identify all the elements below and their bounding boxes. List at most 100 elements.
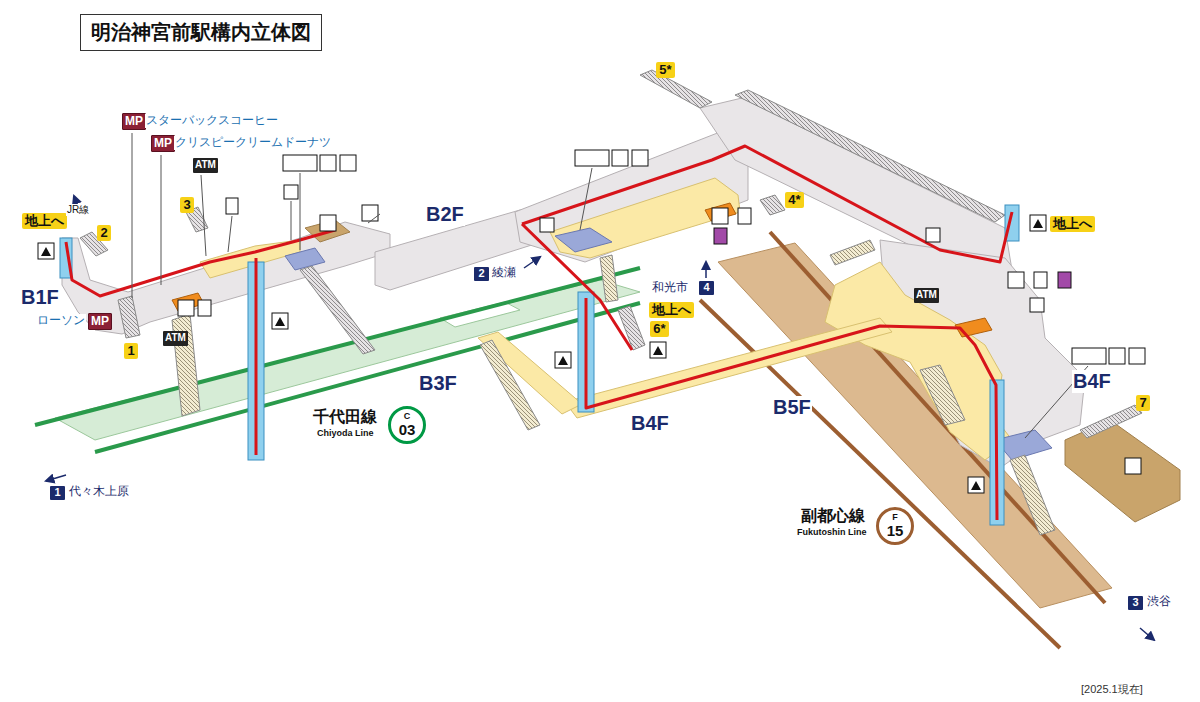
stairs xyxy=(80,70,1142,535)
stairs xyxy=(600,255,618,302)
facility-icon xyxy=(320,155,336,171)
badge-text: MP xyxy=(125,115,143,128)
badge-text: ATM xyxy=(916,290,937,301)
stairs xyxy=(830,240,875,265)
line-name-en-text: Fukutoshin Line xyxy=(797,527,867,537)
exit-number: 6* xyxy=(650,321,669,337)
floor-label: B4F xyxy=(1072,370,1112,393)
facility-icon xyxy=(738,208,751,224)
facility-icon xyxy=(198,300,211,316)
atm-icon: ATM xyxy=(193,158,218,173)
line-code: C xyxy=(404,412,411,421)
concourse-slab xyxy=(700,98,1012,272)
facility-icon xyxy=(612,150,628,166)
exit-number: 4* xyxy=(785,192,804,208)
shop-name-text: ローソン xyxy=(37,314,85,328)
ticket-gate xyxy=(555,228,612,252)
title-text: 明治神宮前駅構内立体図 xyxy=(91,19,311,46)
badge-text: MP xyxy=(91,315,109,328)
badge-text: 6* xyxy=(653,322,665,336)
direction-number: 3 xyxy=(1128,596,1143,610)
paid-area xyxy=(550,178,740,258)
badge-text: ATM xyxy=(195,160,216,171)
line-name-text: 千代田線 xyxy=(313,408,377,426)
badge-text: 5* xyxy=(659,63,671,77)
facility-icon xyxy=(1030,298,1044,312)
direction-name-text: 綾瀬 xyxy=(492,266,516,280)
exit-number: 3 xyxy=(180,197,194,213)
facility-icon xyxy=(1109,348,1125,364)
line-code: 03 xyxy=(399,422,416,438)
badge-text: 地上へ xyxy=(1053,217,1092,231)
stairs xyxy=(735,90,1005,222)
badge-text: ATM xyxy=(165,333,186,344)
mp-badge: MP xyxy=(122,113,146,130)
exit-number: 7 xyxy=(1136,395,1150,411)
concourse-slab xyxy=(62,98,1180,522)
facility-icon xyxy=(714,228,727,244)
direction-number: 1 xyxy=(50,486,65,500)
floor-label-text: B2F xyxy=(426,203,464,226)
chiyoda-platform xyxy=(95,303,640,452)
barrier-free-route xyxy=(522,146,1012,262)
facility-icon xyxy=(926,228,940,242)
badge-text: 4 xyxy=(703,282,709,294)
direction-name: 代々木上原 xyxy=(68,485,130,499)
direction-name-text: 渋谷 xyxy=(1147,595,1171,609)
facility-icon xyxy=(712,208,728,224)
exit-badge: 地上へ xyxy=(22,213,67,229)
title-box: 明治神宮前駅構内立体図 xyxy=(80,14,322,51)
date-note-text: [2025.1現在] xyxy=(1081,683,1143,696)
shop-name: スターバックスコーヒー xyxy=(145,114,279,128)
badge-text: MP xyxy=(154,137,172,150)
floor-label: B2F xyxy=(425,203,465,226)
line-name: 副都心線 xyxy=(800,507,866,525)
atm-icon: ATM xyxy=(914,288,939,303)
leader-line xyxy=(368,214,380,223)
stairs xyxy=(172,314,200,416)
direction-arrow xyxy=(46,475,66,481)
direction-name: 渋谷 xyxy=(1146,595,1172,609)
mp-badge: MP xyxy=(88,313,112,330)
direction-arrow xyxy=(705,262,707,278)
exit-badge: 地上へ xyxy=(1050,216,1095,232)
facility-icon xyxy=(178,300,194,316)
badge-text: 地上へ xyxy=(25,214,64,228)
line-symbol: C03 xyxy=(388,406,426,444)
line-name: 千代田線 xyxy=(312,408,378,426)
floor-label-text: B4F xyxy=(1073,370,1111,393)
badge-text: 7 xyxy=(1139,396,1146,410)
facility-icon xyxy=(283,155,317,171)
facility-icon xyxy=(38,150,1145,493)
badge-text: 3 xyxy=(183,198,190,212)
shop-name: ローソン xyxy=(36,314,86,328)
direction-number: 4 xyxy=(699,281,714,295)
floor-label: B5F xyxy=(772,396,812,419)
line-name: JR線 xyxy=(66,204,90,216)
leader-line xyxy=(228,216,232,252)
direction-arrow xyxy=(524,257,540,268)
stairs xyxy=(480,340,540,430)
facility-icon xyxy=(575,150,609,166)
facility-icon xyxy=(284,185,298,199)
exit-number: 2 xyxy=(97,225,111,241)
direction-name: 和光市 xyxy=(651,281,689,295)
shop-name-text: クリスピークリームドーナツ xyxy=(175,136,331,150)
stairs xyxy=(1010,455,1055,535)
facility-icon xyxy=(226,198,238,214)
leader-line xyxy=(132,133,1088,438)
badge-text: 2 xyxy=(100,226,107,240)
concourse-slab xyxy=(515,132,748,262)
facility-icon xyxy=(1129,348,1145,364)
badge-text: 地上へ xyxy=(652,303,691,317)
direction-name-text: 代々木上原 xyxy=(69,485,129,499)
exit-number: 5* xyxy=(656,62,675,78)
floor-label: B3F xyxy=(418,372,458,395)
line-name-text: JR線 xyxy=(67,204,89,216)
facility-icon xyxy=(362,205,378,221)
facility-icon xyxy=(1058,272,1071,288)
facility-icon xyxy=(1072,348,1106,364)
atm-icon: ATM xyxy=(163,331,188,346)
